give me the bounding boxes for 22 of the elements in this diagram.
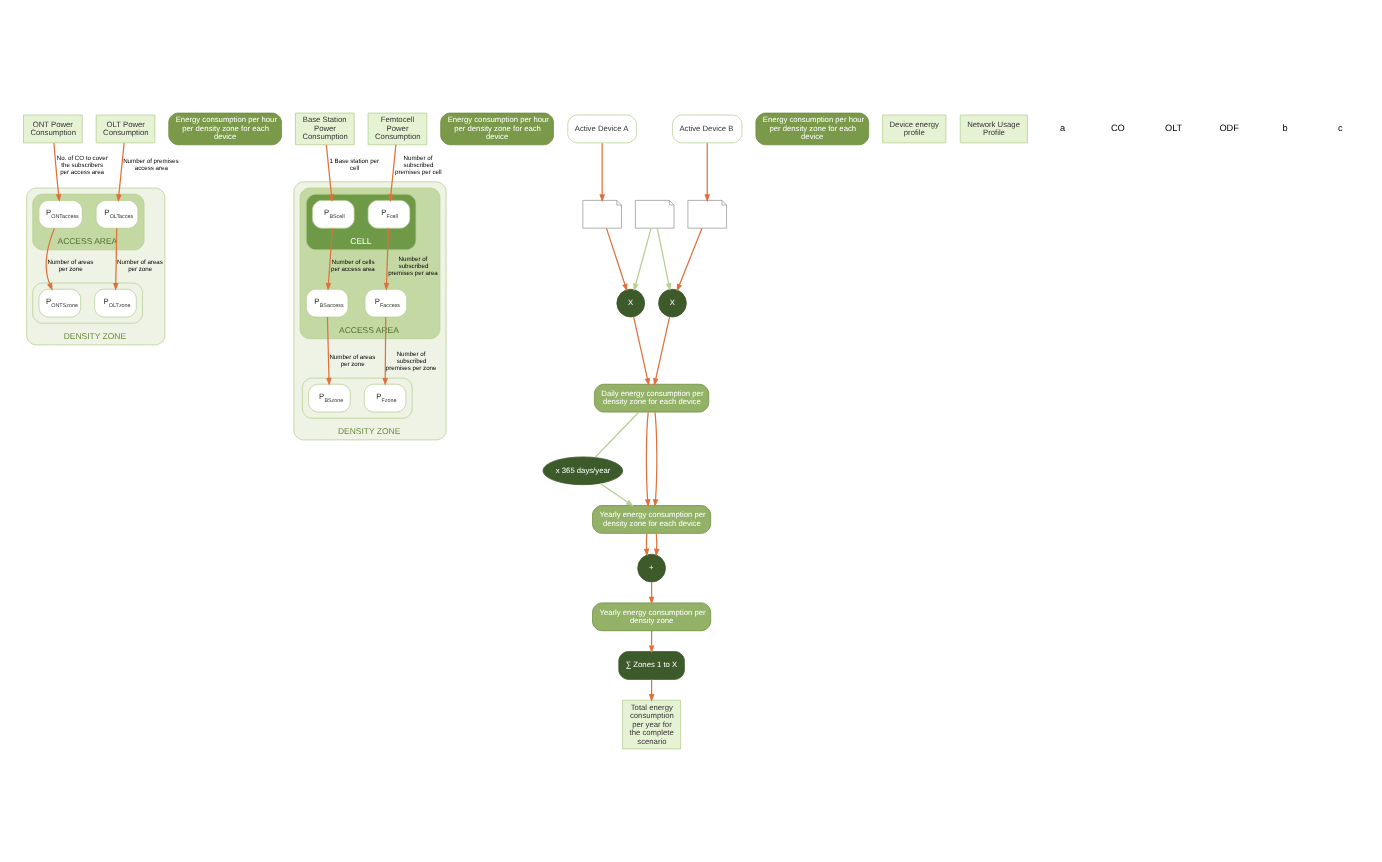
arrow (653, 316, 671, 387)
arrow (383, 227, 390, 291)
arrow (325, 144, 335, 203)
arrow (676, 227, 703, 292)
arrow (652, 411, 659, 508)
arrow (116, 142, 125, 203)
arrow (656, 227, 672, 292)
arrow (599, 482, 634, 507)
arrow (704, 142, 710, 203)
arrow (633, 316, 651, 387)
arrow (326, 316, 332, 386)
arrow (45, 227, 55, 291)
arrow (325, 227, 333, 291)
arrow (113, 227, 119, 291)
arrow (388, 144, 397, 203)
arrow (633, 227, 652, 292)
arrow (644, 411, 651, 508)
connector (594, 411, 640, 459)
arrow (599, 142, 605, 203)
arrow (382, 316, 388, 386)
arrow (53, 142, 62, 203)
arrow (605, 227, 628, 292)
